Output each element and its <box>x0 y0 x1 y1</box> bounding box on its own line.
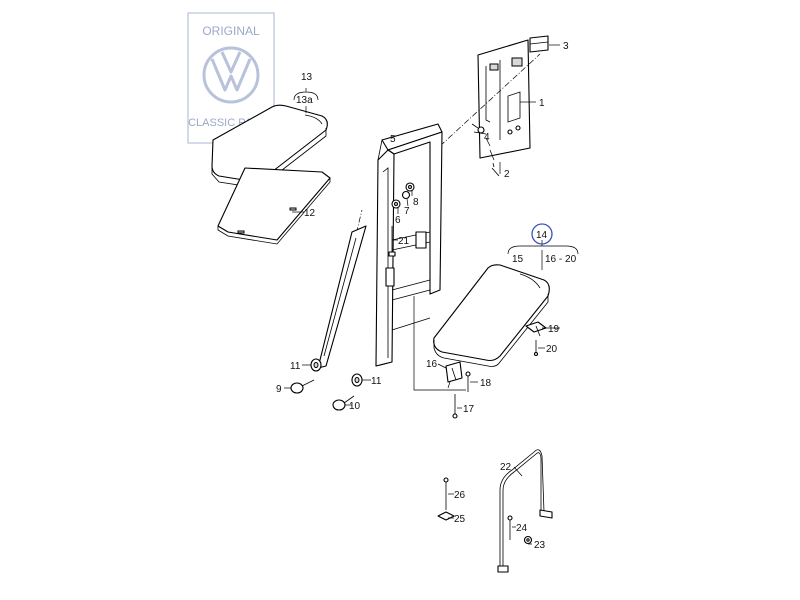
label-26: 26 <box>454 490 466 501</box>
label-23: 23 <box>534 540 546 551</box>
label-5: 5 <box>390 134 396 145</box>
part-15-seat-cushion <box>433 264 550 367</box>
part-20-screw <box>533 340 539 357</box>
part-13-cushion <box>211 104 328 189</box>
label-16: 16 <box>426 359 438 370</box>
part-10-bolt <box>332 395 355 411</box>
part-17-screw <box>452 394 458 419</box>
part-3-bracket <box>529 35 549 53</box>
part-9-bolt <box>290 379 315 394</box>
label-11-left: 11 <box>290 361 301 372</box>
label-13: 13 <box>301 72 313 83</box>
label-22: 22 <box>500 462 512 473</box>
label-8: 8 <box>413 197 419 208</box>
label-16-20-range: 16 - 20 <box>545 254 577 265</box>
label-11-right: 11 <box>371 376 382 387</box>
label-24: 24 <box>516 523 528 534</box>
part-7-washer <box>401 190 411 200</box>
part-26-bolt <box>443 477 449 510</box>
part-24-screw <box>507 515 513 540</box>
part-5-frame <box>375 123 443 367</box>
part-1-mounting-plate <box>477 39 531 159</box>
label-3: 3 <box>563 41 569 52</box>
label-10: 10 <box>349 401 361 412</box>
highlight-circle <box>531 223 553 245</box>
label-4: 4 <box>484 132 490 143</box>
label-2: 2 <box>504 169 510 180</box>
part-11-washer-right <box>351 373 363 387</box>
label-12: 12 <box>304 208 316 219</box>
part-18-bolt <box>465 371 471 392</box>
part-2-screw <box>491 162 500 177</box>
part-6-washer <box>391 199 401 209</box>
label-9: 9 <box>276 384 282 395</box>
label-18: 18 <box>480 378 492 389</box>
label-25: 25 <box>454 514 466 525</box>
label-21: 21 <box>398 236 410 247</box>
label-15: 15 <box>512 254 524 265</box>
part-16-hinge <box>445 361 463 383</box>
watermark-original-text: ORIGINAL <box>202 24 260 38</box>
part-23-nut <box>523 535 533 545</box>
label-17: 17 <box>463 404 475 415</box>
label-6: 6 <box>395 215 401 226</box>
label-19: 19 <box>548 324 560 335</box>
part-22-rod <box>497 449 553 573</box>
label-13a: 13a <box>296 95 313 106</box>
support-strut <box>317 225 367 369</box>
part-labels: 1 2 3 4 5 6 7 8 9 10 11 11 12 13 13a 14 … <box>276 41 577 551</box>
part-21-bolt <box>388 226 396 257</box>
label-7: 7 <box>404 206 410 217</box>
part-19-clip <box>525 321 547 337</box>
vw-logo-icon <box>202 46 260 104</box>
label-14: 14 <box>536 230 548 241</box>
label-1: 1 <box>539 98 545 109</box>
part-11-washer-left <box>310 358 322 372</box>
part-4-screw <box>471 123 485 134</box>
part-12-board <box>217 167 331 245</box>
part-8-nut <box>405 182 415 192</box>
part-25-clip <box>437 511 455 521</box>
label-20: 20 <box>546 344 558 355</box>
